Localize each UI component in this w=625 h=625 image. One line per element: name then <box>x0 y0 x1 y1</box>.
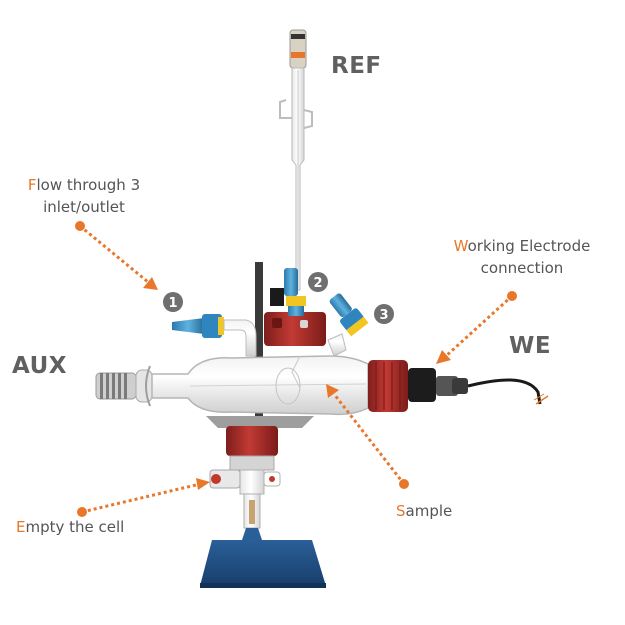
callout-flow-line1: Flow through 3 <box>4 174 164 196</box>
port-badge-2: 2 <box>308 272 328 292</box>
callout-flow-initial: F <box>27 176 37 194</box>
arrow-sample-head <box>326 384 339 398</box>
callout-sample-initial: S <box>396 502 406 520</box>
callout-working-electrode: Working Electrode connection <box>430 235 614 279</box>
arrow-empty-dot <box>77 507 87 517</box>
arrow-working-electrode-dot <box>507 291 517 301</box>
reference-electrode <box>279 29 313 291</box>
ref-label: REF <box>331 53 382 79</box>
port-badge-3: 3 <box>374 304 394 324</box>
callout-flow-text: low through 3 <box>36 176 141 194</box>
arrow-sample <box>332 393 406 485</box>
port-3-connector <box>327 293 369 357</box>
callout-sample: Sample <box>396 500 452 522</box>
callout-empty-initial: E <box>16 518 26 536</box>
callout-flow-line2: inlet/outlet <box>43 198 125 216</box>
port-badge-2-number: 2 <box>313 276 322 291</box>
we-label: WE <box>509 333 552 359</box>
port-badge-3-number: 3 <box>379 308 388 323</box>
arrow-flow <box>79 224 149 284</box>
callout-working-line2: connection <box>480 259 564 277</box>
working-electrode-assembly <box>368 360 549 412</box>
callout-empty-cell: Empty the cell <box>16 516 124 538</box>
callout-empty-text: mpty the cell <box>25 518 125 536</box>
glass-cell-body <box>151 355 369 416</box>
arrow-empty-head <box>196 478 210 490</box>
aux-label: AUX <box>12 353 68 379</box>
port-1-connector <box>172 314 257 357</box>
arrow-working-electrode-head <box>436 350 451 364</box>
central-cap <box>264 312 326 346</box>
callout-arrows <box>79 224 514 514</box>
port-badge-1: 1 <box>163 292 183 312</box>
arrow-working-electrode <box>444 294 514 358</box>
arrow-flow-head <box>143 277 158 290</box>
stand-rod <box>255 262 263 442</box>
callout-flow-through: Flow through 3 inlet/outlet <box>4 174 164 218</box>
callout-sample-text: ample <box>405 502 453 520</box>
port-2-connector <box>270 268 306 316</box>
callout-working-initial: W <box>453 237 468 255</box>
drain-assembly <box>206 416 314 540</box>
aux-electrode <box>95 365 153 407</box>
callout-working-text: orking Electrode <box>467 237 591 255</box>
callout-arrowheads <box>75 221 517 517</box>
arrow-flow-dot <box>75 221 85 231</box>
arrow-sample-dot <box>399 479 409 489</box>
stand-base <box>200 540 326 588</box>
callout-working-line1: Working Electrode <box>430 235 614 257</box>
arrow-empty <box>81 482 201 514</box>
port-badge-1-number: 1 <box>168 296 177 311</box>
